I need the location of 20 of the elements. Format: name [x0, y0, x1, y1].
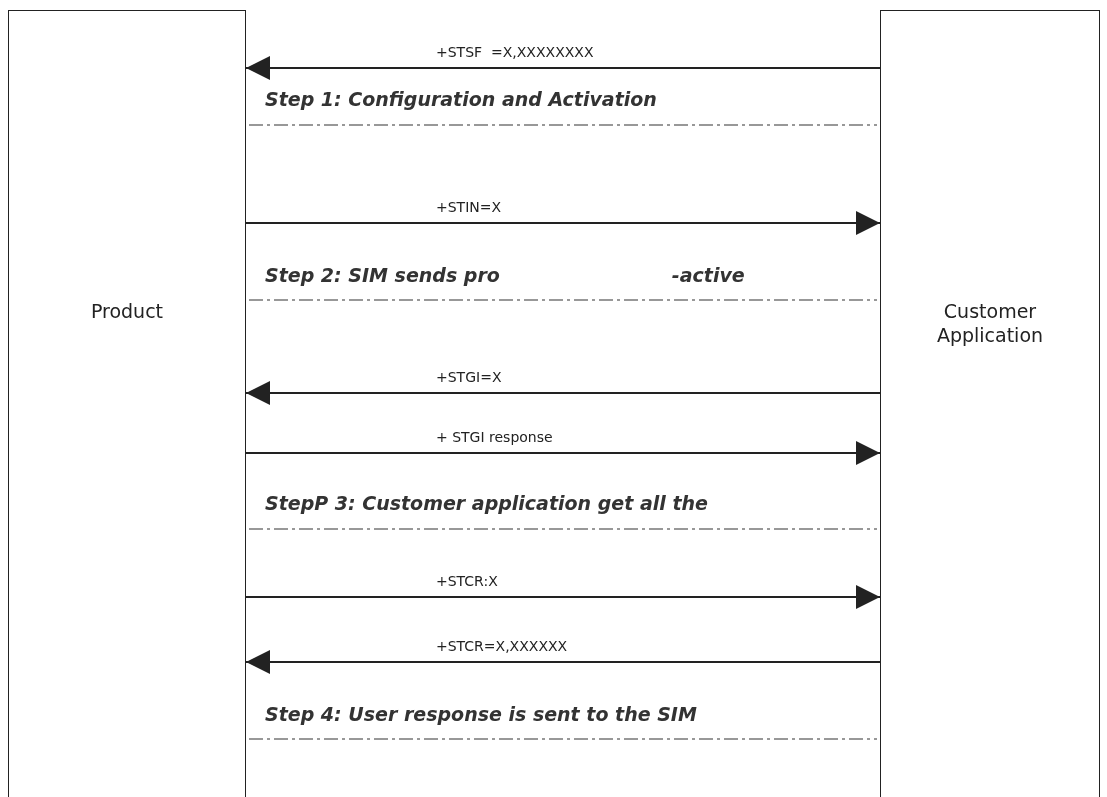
message-label: +STCR:X [436, 573, 498, 589]
message-arrow [245, 650, 881, 674]
participant-name: Product [89, 299, 165, 323]
message-label: +STSF =X,XXXXXXXX [436, 44, 594, 60]
participant-name: Customer Application [935, 299, 1045, 347]
message-arrow [245, 381, 881, 405]
message-arrow [245, 585, 881, 609]
step-heading: Step 2: SIM sends pro -active [265, 264, 745, 286]
lifeline-box [880, 10, 1100, 797]
step-heading: Step 1: Configuration and Activation [265, 88, 657, 110]
message-arrow [245, 211, 881, 235]
message-arrow [245, 441, 881, 465]
message-arrow [245, 56, 881, 80]
step-heading: Step 4: User response is sent to the SIM [265, 703, 697, 725]
step-heading: StepP 3: Customer application get all the [265, 492, 708, 514]
message-label: +STIN=X [436, 199, 502, 215]
message-label: +STGI=X [436, 369, 502, 385]
message-label: + STGI response [436, 429, 553, 445]
message-label: +STCR=X,XXXXXX [436, 638, 568, 654]
lifeline-box [8, 10, 246, 797]
